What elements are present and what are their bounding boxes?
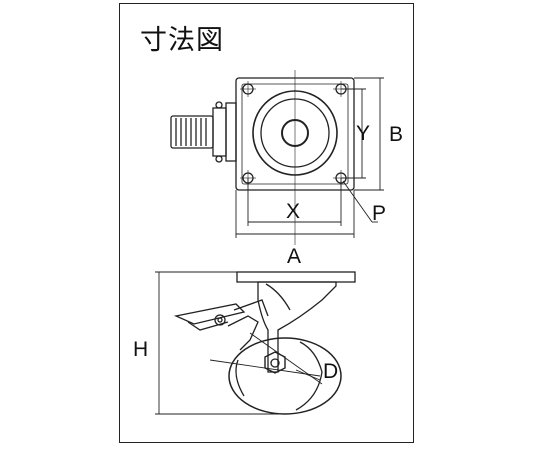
brake-lever-side [173, 299, 269, 351]
dim-label-a: A [287, 245, 301, 268]
drawing-frame [119, 3, 414, 443]
brake-lever-top [170, 101, 237, 163]
dim-label-y: Y [356, 122, 370, 145]
drawing-title: 寸法図 [140, 25, 224, 56]
side-view [155, 271, 356, 415]
dim-label-x: X [286, 200, 300, 223]
dimension-lines-top [235, 77, 384, 238]
side-top-plate [236, 271, 356, 283]
dim-label-h: H [133, 338, 148, 361]
dim-label-p: P [372, 202, 386, 225]
dim-label-d: D [323, 360, 338, 383]
dim-label-b: B [389, 123, 403, 146]
dimension-lines-side [155, 271, 323, 415]
top-view [170, 70, 384, 245]
